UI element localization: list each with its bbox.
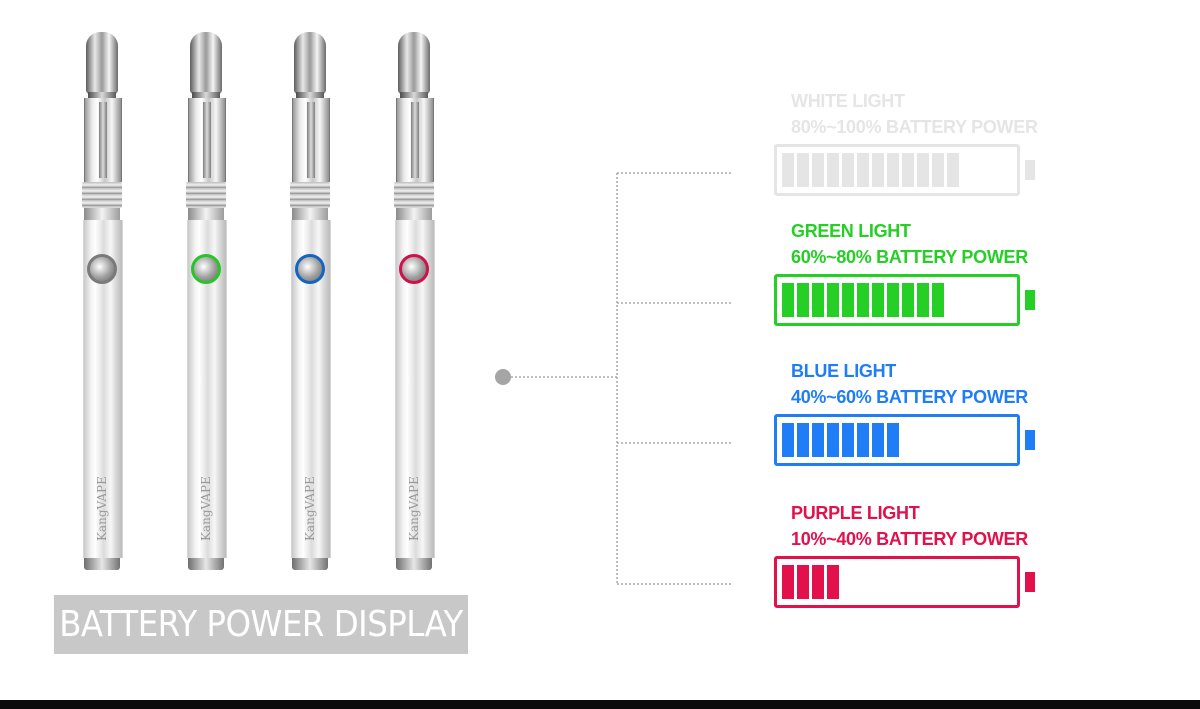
- level-range: 80%~100% BATTERY POWER: [791, 117, 1038, 137]
- footer-bar: [0, 700, 1200, 709]
- battery-cell: [827, 565, 839, 599]
- battery-cell: [917, 153, 929, 187]
- vape-pen-white: KangVAPE: [78, 32, 126, 570]
- power-button: [191, 254, 221, 284]
- battery-icon: [774, 274, 1035, 332]
- vape-pen-purple: KangVAPE: [390, 32, 438, 570]
- battery-cell: [902, 153, 914, 187]
- battery-cell: [812, 153, 824, 187]
- power-button: [295, 254, 325, 284]
- battery-cell: [872, 283, 884, 317]
- level-range: 40%~60% BATTERY POWER: [791, 387, 1028, 407]
- battery-cell: [932, 153, 944, 187]
- battery-cell: [797, 283, 809, 317]
- battery-cell: [782, 153, 794, 187]
- cartridge-tank: [292, 98, 330, 182]
- battery-cell: [842, 153, 854, 187]
- level-purple: PURPLE LIGHT 10%~40% BATTERY POWER: [774, 500, 1044, 608]
- level-title: PURPLE LIGHT: [791, 503, 920, 523]
- mouthpiece: [86, 32, 118, 94]
- battery-cell: [782, 565, 794, 599]
- battery-cell: [857, 153, 869, 187]
- cartridge-tank: [188, 98, 226, 182]
- battery-cell: [902, 283, 914, 317]
- cartridge-tank: [396, 98, 434, 182]
- battery-cell: [782, 283, 794, 317]
- battery-icon: [774, 556, 1035, 614]
- battery-icon: [774, 414, 1035, 472]
- level-white: WHITE LIGHT 80%~100% BATTERY POWER: [774, 88, 1044, 196]
- battery-cell: [932, 283, 944, 317]
- level-title: BLUE LIGHT: [791, 361, 896, 381]
- battery-cell: [947, 153, 959, 187]
- battery-cell: [812, 565, 824, 599]
- mouthpiece: [190, 32, 222, 94]
- level-title: WHITE LIGHT: [791, 91, 905, 111]
- connector-dot-icon: [495, 369, 511, 385]
- brand-logo: KangVAPE: [303, 476, 317, 541]
- battery-cell: [842, 283, 854, 317]
- battery-cell: [797, 153, 809, 187]
- battery-cell: [827, 153, 839, 187]
- caption-text: BATTERY POWER DISPLAY: [59, 604, 463, 645]
- brand-logo: KangVAPE: [199, 476, 213, 541]
- battery-cell: [827, 423, 839, 457]
- mouthpiece: [398, 32, 430, 94]
- power-button: [399, 254, 429, 284]
- cartridge-tank: [84, 98, 122, 182]
- battery-cell: [827, 283, 839, 317]
- brand-logo: KangVAPE: [95, 476, 109, 541]
- level-range: 60%~80% BATTERY POWER: [791, 247, 1028, 267]
- vape-pen-blue: KangVAPE: [286, 32, 334, 570]
- battery-cell: [812, 283, 824, 317]
- battery-cell: [782, 423, 794, 457]
- level-green: GREEN LIGHT 60%~80% BATTERY POWER: [774, 218, 1044, 326]
- pen-lineup: KangVAPE KangVAPE KangVAPE KangVAPE: [0, 0, 480, 600]
- battery-cell: [872, 423, 884, 457]
- battery-cell: [857, 283, 869, 317]
- level-title: GREEN LIGHT: [791, 221, 911, 241]
- battery-icon: [774, 144, 1035, 202]
- battery-cell: [887, 283, 899, 317]
- battery-cell: [887, 423, 899, 457]
- battery-cell: [797, 423, 809, 457]
- level-blue: BLUE LIGHT 40%~60% BATTERY POWER: [774, 358, 1044, 466]
- level-range: 10%~40% BATTERY POWER: [791, 529, 1028, 549]
- battery-cell: [842, 423, 854, 457]
- battery-cell: [917, 283, 929, 317]
- battery-cell: [857, 423, 869, 457]
- vape-pen-green: KangVAPE: [182, 32, 230, 570]
- battery-cell: [812, 423, 824, 457]
- battery-cell: [872, 153, 884, 187]
- mouthpiece: [294, 32, 326, 94]
- power-button: [87, 254, 117, 284]
- battery-cell: [887, 153, 899, 187]
- caption-banner: BATTERY POWER DISPLAY: [54, 595, 468, 654]
- connector-lines: [495, 172, 732, 585]
- battery-cell: [797, 565, 809, 599]
- brand-logo: KangVAPE: [407, 476, 421, 541]
